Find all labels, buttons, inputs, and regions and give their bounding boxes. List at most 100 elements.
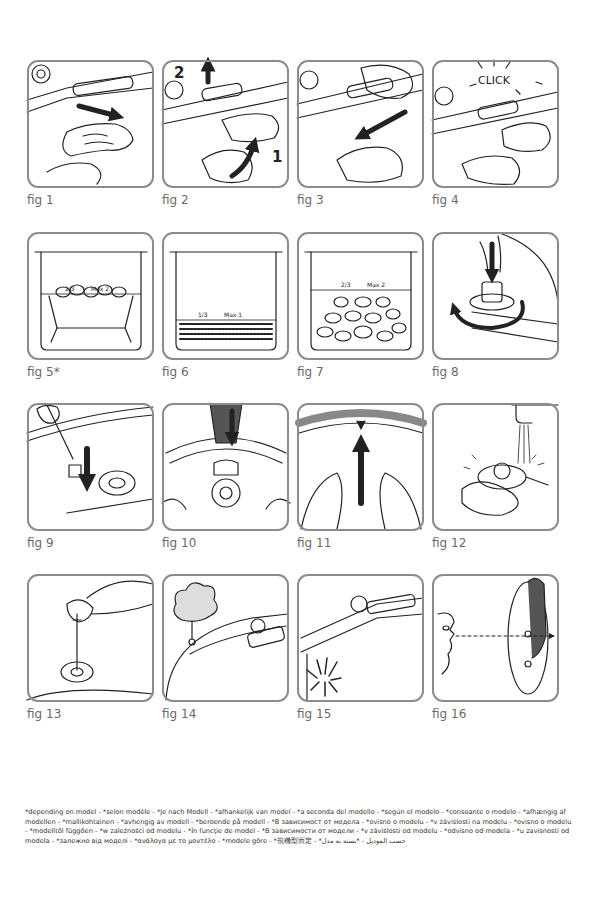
valve-illustration-part [27, 407, 153, 433]
valve-cleaning-illustration [27, 581, 153, 700]
steam-illustration-part [189, 639, 195, 645]
lid-illustration-part [220, 487, 232, 499]
handle-illustration-part [32, 65, 50, 83]
steam-illustration-part [366, 594, 415, 614]
handle-illustration [297, 65, 423, 182]
valve-illustration-part [37, 405, 59, 423]
pot-illustration-part [170, 251, 282, 252]
valve-illustration-part [99, 471, 135, 495]
handle-illustration-part [300, 71, 318, 89]
pot-illustration-part [311, 290, 411, 291]
figure-label: fig 1 [27, 193, 54, 207]
figure-label: fig 16 [432, 707, 466, 721]
handle-illustration-part [63, 124, 133, 156]
figure-panel: fig 5*2/3Max 2 [27, 232, 154, 360]
gasket-illustration-part [357, 421, 365, 429]
handle-illustration-part [432, 92, 558, 120]
figure-label: fig 3 [297, 193, 324, 207]
handle-illustration-part [361, 112, 405, 136]
figure-annotation: 1/3 [198, 311, 208, 318]
figure-label: fig 6 [162, 365, 189, 379]
valve-cleaning-illustration-part [76, 614, 77, 670]
lid-illustration-part [214, 460, 238, 475]
handle-illustration-part [432, 108, 558, 134]
valve-illustration-part [47, 405, 73, 459]
figure-annotation: Max 2 [367, 281, 385, 288]
figure-label: fig 12 [432, 536, 466, 550]
valve-illustration-part [67, 499, 153, 513]
valve-cleaning-illustration-part [462, 482, 518, 515]
valve-cleaning-illustration-part [526, 477, 548, 485]
figure-annotation: 2/3 [341, 281, 351, 288]
valve-illustration-part [69, 465, 81, 477]
valve-illustration-part [109, 478, 125, 488]
pot-illustration-part [345, 311, 361, 321]
handle-illustration-part [162, 98, 288, 124]
handle-illustration-part [37, 70, 45, 78]
handle-illustration-part [165, 81, 183, 99]
valve-cleaning-illustration-part [464, 455, 544, 469]
valve-illustration-part [490, 244, 495, 276]
pot-illustration-part [376, 297, 390, 307]
pot-illustration [35, 252, 147, 350]
handle-illustration-part [232, 144, 254, 176]
valve-cleaning-illustration-part [478, 465, 526, 489]
safety-check-illustration-part [525, 661, 531, 667]
pot-illustration-part [325, 313, 341, 323]
handle-illustration-part [83, 134, 113, 144]
handle-illustration [432, 60, 558, 184]
handle-illustration-part [206, 64, 211, 82]
pot-illustration-part [305, 251, 417, 252]
handle-illustration-part [435, 87, 453, 105]
valve-illustration-part [502, 234, 558, 302]
handle-illustration-part [162, 82, 288, 110]
figure-panel: fig 12 [432, 403, 559, 531]
illustration-part [27, 60, 558, 700]
handle-illustration-part [477, 100, 519, 120]
handle-illustration-part [337, 147, 402, 182]
pot-illustration-part [51, 328, 57, 342]
figure-annotation: Max 2 [91, 285, 109, 292]
figure-panel: fig 3 [297, 60, 424, 188]
figure-label: fig 2 [162, 193, 189, 207]
lid-illustration-part [170, 449, 282, 463]
pot-illustration-part [176, 252, 276, 350]
pot-illustration-part [311, 252, 411, 350]
handle-illustration-part [222, 114, 279, 142]
figure-label: fig 11 [297, 536, 331, 550]
pot-illustration-part [377, 331, 393, 341]
gasket-illustration-part [301, 473, 421, 529]
pot-illustration-part [41, 252, 141, 350]
safety-check-illustration [438, 578, 552, 694]
figure-panel: fig 16 [432, 574, 559, 702]
figure-panel: fig 11 [297, 403, 424, 531]
handle-illustration-part [201, 83, 242, 102]
valve-illustration-part [27, 415, 153, 441]
valve-cleaning-illustration [462, 405, 558, 515]
figure-panel: fig 9 [27, 403, 154, 531]
figure-panel: fig 14 [162, 574, 289, 702]
figure-panel: fig 15 [297, 574, 424, 702]
steam-illustration-part [306, 654, 307, 700]
pot-illustration-part [392, 323, 406, 333]
pot-illustration-part [112, 287, 126, 297]
pot-illustration [170, 252, 282, 350]
steam-illustration-part [247, 626, 285, 648]
figure-panel: fig 72/3Max 2 [297, 232, 424, 360]
figure-label: fig 9 [27, 536, 54, 550]
pot-illustration-part [386, 309, 400, 319]
figure-label: fig 8 [432, 365, 459, 379]
figure-annotation: 2 [174, 64, 184, 82]
valve-illustration-part [454, 302, 523, 328]
valve-cleaning-illustration-part [494, 463, 510, 479]
figure-annotation: Max 1 [224, 311, 242, 318]
figure-panel: fig 61/3Max 1 [162, 232, 289, 360]
valve-cleaning-illustration-part [512, 405, 558, 423]
steam-illustration-part [190, 626, 286, 654]
pot-illustration-part [335, 331, 351, 341]
pot-illustration-part [176, 320, 276, 321]
figure-panel: fig 8 [432, 232, 559, 360]
figure-panel: fig 4CLICK [432, 60, 559, 188]
figure-annotation: CLICK [478, 74, 510, 87]
valve-illustration [454, 234, 558, 342]
